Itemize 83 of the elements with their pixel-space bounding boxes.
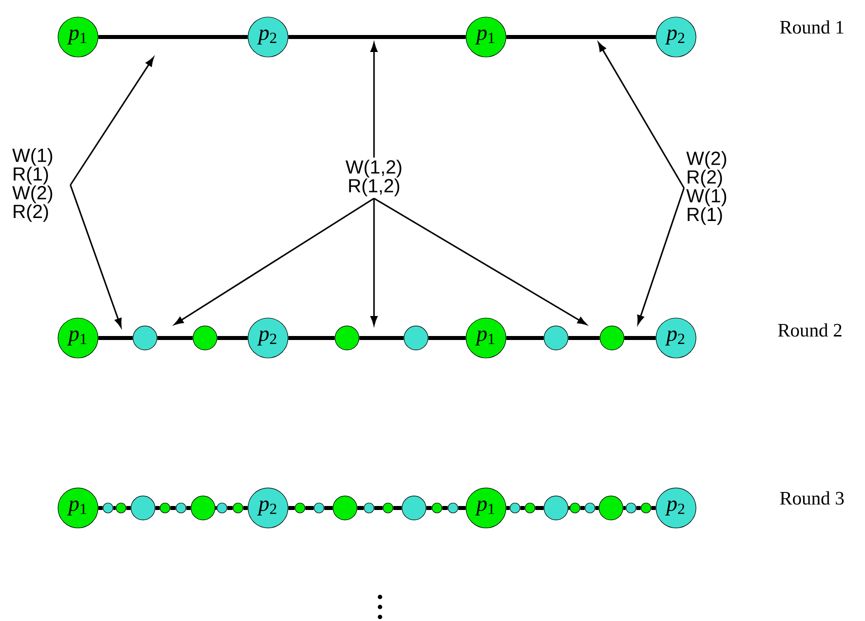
dot-circle	[102, 502, 114, 514]
line-segment	[113, 506, 116, 510]
line-segment	[288, 506, 295, 510]
arrow	[174, 198, 374, 325]
line-segment	[227, 506, 233, 510]
dot-circle	[544, 326, 568, 350]
dot-circle	[584, 502, 596, 514]
line-segment	[624, 336, 656, 340]
line-segment	[324, 506, 333, 510]
line-segment	[186, 506, 191, 510]
line-segment	[535, 506, 544, 510]
operation-text: W(1,2) R(1,2)	[346, 160, 402, 196]
line-segment	[243, 506, 248, 510]
arrow	[370, 42, 378, 158]
line-segment	[442, 506, 448, 510]
line-segment	[288, 35, 466, 39]
arrow	[598, 42, 685, 188]
line-segment	[170, 506, 176, 510]
line-segment	[623, 506, 626, 510]
line-segment	[651, 506, 656, 510]
line-segment	[426, 506, 432, 510]
dot-circle	[448, 502, 458, 514]
line-segment	[506, 506, 510, 510]
dot-circle	[524, 502, 536, 514]
dot-circle	[544, 496, 568, 520]
dot-circle	[332, 496, 358, 520]
dot-circle	[232, 502, 244, 514]
line-segment	[428, 336, 466, 340]
line-segment	[126, 506, 131, 510]
dot-circle	[190, 496, 216, 520]
line-segment	[520, 506, 525, 510]
dot-circle	[404, 326, 428, 350]
line-segment	[305, 506, 314, 510]
dot-circle	[640, 502, 652, 514]
arrow	[374, 198, 587, 325]
line-segment	[98, 506, 103, 510]
dot-circle	[402, 496, 426, 520]
dot-circle	[600, 326, 624, 350]
line-segment	[458, 506, 466, 510]
arrow	[70, 184, 122, 328]
round-label: Round 1	[780, 20, 844, 34]
line-segment	[217, 336, 248, 340]
dot-circle	[432, 502, 442, 514]
dot-circle	[570, 502, 580, 514]
line-segment	[157, 336, 193, 340]
line-segment	[393, 506, 402, 510]
dot-circle	[626, 502, 636, 514]
line-segment	[374, 506, 383, 510]
line-segment	[288, 336, 335, 340]
arrow	[70, 57, 154, 186]
dot-circle	[334, 326, 360, 350]
dot-circle	[116, 502, 126, 514]
dot-circle	[364, 502, 374, 514]
dot-circle	[176, 502, 186, 514]
dot-circle	[192, 326, 218, 350]
dot-circle	[510, 502, 520, 514]
line-segment	[506, 336, 544, 340]
dot-circle	[314, 502, 324, 514]
dot-circle	[160, 502, 170, 514]
operation-text: W(1) R(1) W(2) R(2)	[12, 148, 52, 222]
line-segment	[98, 35, 248, 39]
round-label: Round 2	[778, 323, 842, 337]
line-segment	[155, 506, 160, 510]
arrow	[370, 198, 378, 326]
dot-circle	[130, 496, 156, 520]
dot-circle	[216, 502, 228, 514]
round-label: Round 3	[780, 491, 844, 505]
line-segment	[506, 35, 656, 39]
line-segment	[98, 336, 133, 340]
dot-circle	[598, 496, 624, 520]
line-segment	[357, 506, 364, 510]
line-segment	[359, 336, 404, 340]
line-segment	[580, 506, 585, 510]
line-segment	[595, 506, 599, 510]
line-segment	[568, 506, 570, 510]
arrow	[637, 188, 685, 324]
line-segment	[568, 336, 600, 340]
line-segment	[636, 506, 641, 510]
dot-circle	[132, 326, 158, 350]
dot-circle	[294, 502, 306, 514]
line-segment	[215, 506, 217, 510]
dot-circle	[382, 502, 394, 514]
operation-text: W(2) R(2) W(1) R(1)	[686, 151, 726, 225]
